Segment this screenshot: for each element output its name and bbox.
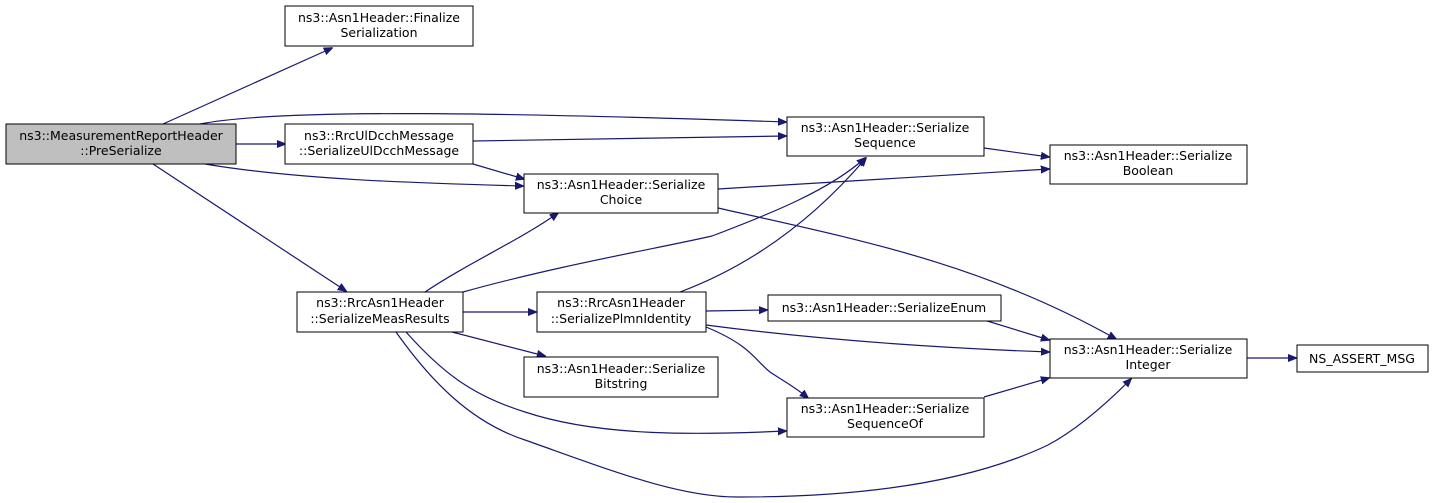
node-serialize-plmn-identity[interactable]: ns3::RrcAsn1Header ::SerializePlmnIdenti… <box>536 291 707 333</box>
node-serialize-ul-dcch-line1: ns3::RrcUlDcchMessage <box>304 128 454 143</box>
node-serialize-sequence-of-line1: ns3::Asn1Header::Serialize <box>801 401 970 416</box>
edge-choice-to-integer <box>717 207 1116 339</box>
node-serialize-boolean-line2: Boolean <box>1123 163 1174 178</box>
node-serialize-ul-dcch-line2: ::SerializeUlDcchMessage <box>299 143 460 158</box>
edges <box>152 48 1296 498</box>
edge-choice-to-boolean <box>717 169 1049 190</box>
edge-sequence-to-boolean <box>983 147 1049 157</box>
node-pre-serialize-line2: ::PreSerialize <box>80 143 162 158</box>
node-serialize-sequence[interactable]: ns3::Asn1Header::Serialize Sequence <box>786 116 985 157</box>
edge-preserialize-to-serializechoice <box>204 163 523 186</box>
node-serialize-enum[interactable]: ns3::Asn1Header::SerializeEnum <box>767 294 1002 322</box>
node-serialize-integer-line1: ns3::Asn1Header::Serialize <box>1064 342 1233 357</box>
node-serialize-choice-line1: ns3::Asn1Header::Serialize <box>537 177 706 192</box>
node-pre-serialize[interactable]: ns3::MeasurementReportHeader ::PreSerial… <box>5 123 237 165</box>
node-serialize-boolean-line1: ns3::Asn1Header::Serialize <box>1064 148 1233 163</box>
node-serialize-integer[interactable]: ns3::Asn1Header::Serialize Integer <box>1049 338 1248 379</box>
edge-preserialize-to-serializesequence <box>199 112 786 124</box>
edge-measresults-to-sequenceof <box>405 331 786 433</box>
node-serialize-enum-label: ns3::Asn1Header::SerializeEnum <box>782 300 986 315</box>
node-serialize-plmn-line2: ::SerializePlmnIdentity <box>551 311 692 326</box>
node-serialize-sequence-line1: ns3::Asn1Header::Serialize <box>801 120 970 135</box>
node-serialize-sequence-of[interactable]: ns3::Asn1Header::Serialize SequenceOf <box>786 397 985 438</box>
nodes: ns3::MeasurementReportHeader ::PreSerial… <box>5 5 1429 438</box>
node-serialize-meas-results[interactable]: ns3::RrcAsn1Header ::SerializeMeasResult… <box>296 291 464 333</box>
edge-measresults-to-choice <box>424 213 558 293</box>
edge-sequenceof-to-integer <box>983 378 1049 398</box>
node-finalize-serialization[interactable]: ns3::Asn1Header::Finalize Serialization <box>284 5 474 47</box>
edge-preserialize-to-finalize <box>162 48 332 125</box>
node-finalize-serialization-line1: ns3::Asn1Header::Finalize <box>298 10 460 25</box>
node-serialize-sequence-line2: Sequence <box>854 135 916 150</box>
edge-measresults-to-sequence <box>462 158 865 293</box>
node-serialize-boolean[interactable]: ns3::Asn1Header::Serialize Boolean <box>1049 144 1248 185</box>
node-ns-assert-msg-label: NS_ASSERT_MSG <box>1309 351 1415 366</box>
edge-plmn-to-sequence <box>679 158 866 293</box>
node-serialize-ul-dcch-message[interactable]: ns3::RrcUlDcchMessage ::SerializeUlDcchM… <box>284 123 474 165</box>
node-serialize-choice-line2: Choice <box>600 192 643 207</box>
node-serialize-bitstring-line2: Bitstring <box>595 376 648 391</box>
node-serialize-bitstring-line1: ns3::Asn1Header::Serialize <box>537 361 706 376</box>
edge-uldcch-to-serializechoice <box>472 163 524 179</box>
node-serialize-plmn-line1: ns3::RrcAsn1Header <box>557 295 686 310</box>
node-finalize-serialization-line2: Serialization <box>340 25 417 40</box>
edge-uldcch-to-serializesequence <box>472 136 786 142</box>
node-serialize-bitstring[interactable]: ns3::Asn1Header::Serialize Bitstring <box>523 356 719 398</box>
node-serialize-integer-line2: Integer <box>1126 357 1172 372</box>
node-serialize-sequence-of-line2: SequenceOf <box>847 416 923 431</box>
edge-measresults-to-integer <box>395 331 1131 498</box>
edge-preserialize-to-measresults <box>152 163 346 291</box>
edge-plmn-to-enum <box>705 310 767 311</box>
node-serialize-choice[interactable]: ns3::Asn1Header::Serialize Choice <box>523 173 719 214</box>
node-serialize-meas-results-line1: ns3::RrcAsn1Header <box>316 295 445 310</box>
node-pre-serialize-line1: ns3::MeasurementReportHeader <box>19 128 223 143</box>
edge-plmn-to-sequenceof <box>705 326 808 398</box>
edge-plmn-to-integer <box>705 324 1049 352</box>
edge-enum-to-integer <box>983 319 1049 340</box>
edge-measresults-to-bitstring <box>451 331 545 356</box>
node-serialize-meas-results-line2: ::SerializeMeasResults <box>310 311 449 326</box>
node-ns-assert-msg[interactable]: NS_ASSERT_MSG <box>1296 344 1429 373</box>
